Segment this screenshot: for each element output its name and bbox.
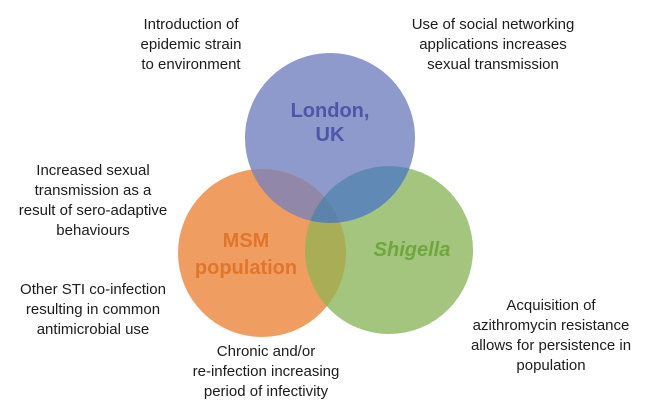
label-msm-line1: MSM bbox=[222, 230, 270, 252]
annotation-line: Acquisition of bbox=[506, 297, 596, 314]
annotation-line: Use of social networking bbox=[411, 16, 575, 33]
annotation-line: population bbox=[516, 357, 586, 374]
annotation-line: period of infectivity bbox=[203, 383, 329, 400]
annotation-line: allows for persistence in bbox=[470, 337, 632, 354]
label-london-uk: London, UK bbox=[291, 99, 370, 147]
annotation-other-sti: Other STI co-infection resulting in comm… bbox=[20, 280, 166, 340]
label-shigella: Shigella bbox=[373, 239, 451, 261]
label-msm-population: MSM population bbox=[195, 228, 297, 282]
annotation-line: Introduction of bbox=[143, 16, 239, 33]
annotation-line: antimicrobial use bbox=[36, 321, 150, 338]
annotation-line: Other STI co-infection bbox=[20, 281, 166, 298]
annotation-line: transmission as a bbox=[34, 182, 152, 199]
annotation-chronic-reinfection: Chronic and/or re-infection increasing p… bbox=[193, 342, 340, 402]
annotation-azithromycin-resistance: Acquisition of azithromycin resistance a… bbox=[471, 296, 631, 376]
annotation-line: applications increases bbox=[419, 36, 567, 53]
annotation-line: Chronic and/or bbox=[216, 343, 316, 360]
label-london-line2: UK bbox=[315, 124, 345, 146]
label-msm-line2: population bbox=[194, 257, 298, 279]
annotation-line: epidemic strain bbox=[140, 36, 242, 53]
annotation-line: re-infection increasing bbox=[192, 363, 340, 380]
annotation-line: azithromycin resistance bbox=[472, 317, 630, 334]
annotation-social-networking: Use of social networking applications in… bbox=[412, 15, 575, 75]
annotation-line: resulting in common bbox=[25, 301, 161, 318]
annotation-line: sexual transmission bbox=[427, 56, 559, 73]
annotation-line: Increased sexual bbox=[36, 162, 150, 179]
annotation-line: behaviours bbox=[56, 222, 130, 239]
annotation-line: to environment bbox=[141, 56, 241, 73]
overlap-london-msm bbox=[245, 169, 346, 223]
overlap-london-shigella bbox=[305, 166, 415, 223]
annotation-line: result of sero-adaptive bbox=[18, 202, 168, 219]
label-london-line1: London, bbox=[290, 100, 370, 122]
annotation-increased-transmission: Increased sexual transmission as a resul… bbox=[19, 161, 167, 241]
annotation-introduction: Introduction of epidemic strain to envir… bbox=[141, 15, 242, 75]
